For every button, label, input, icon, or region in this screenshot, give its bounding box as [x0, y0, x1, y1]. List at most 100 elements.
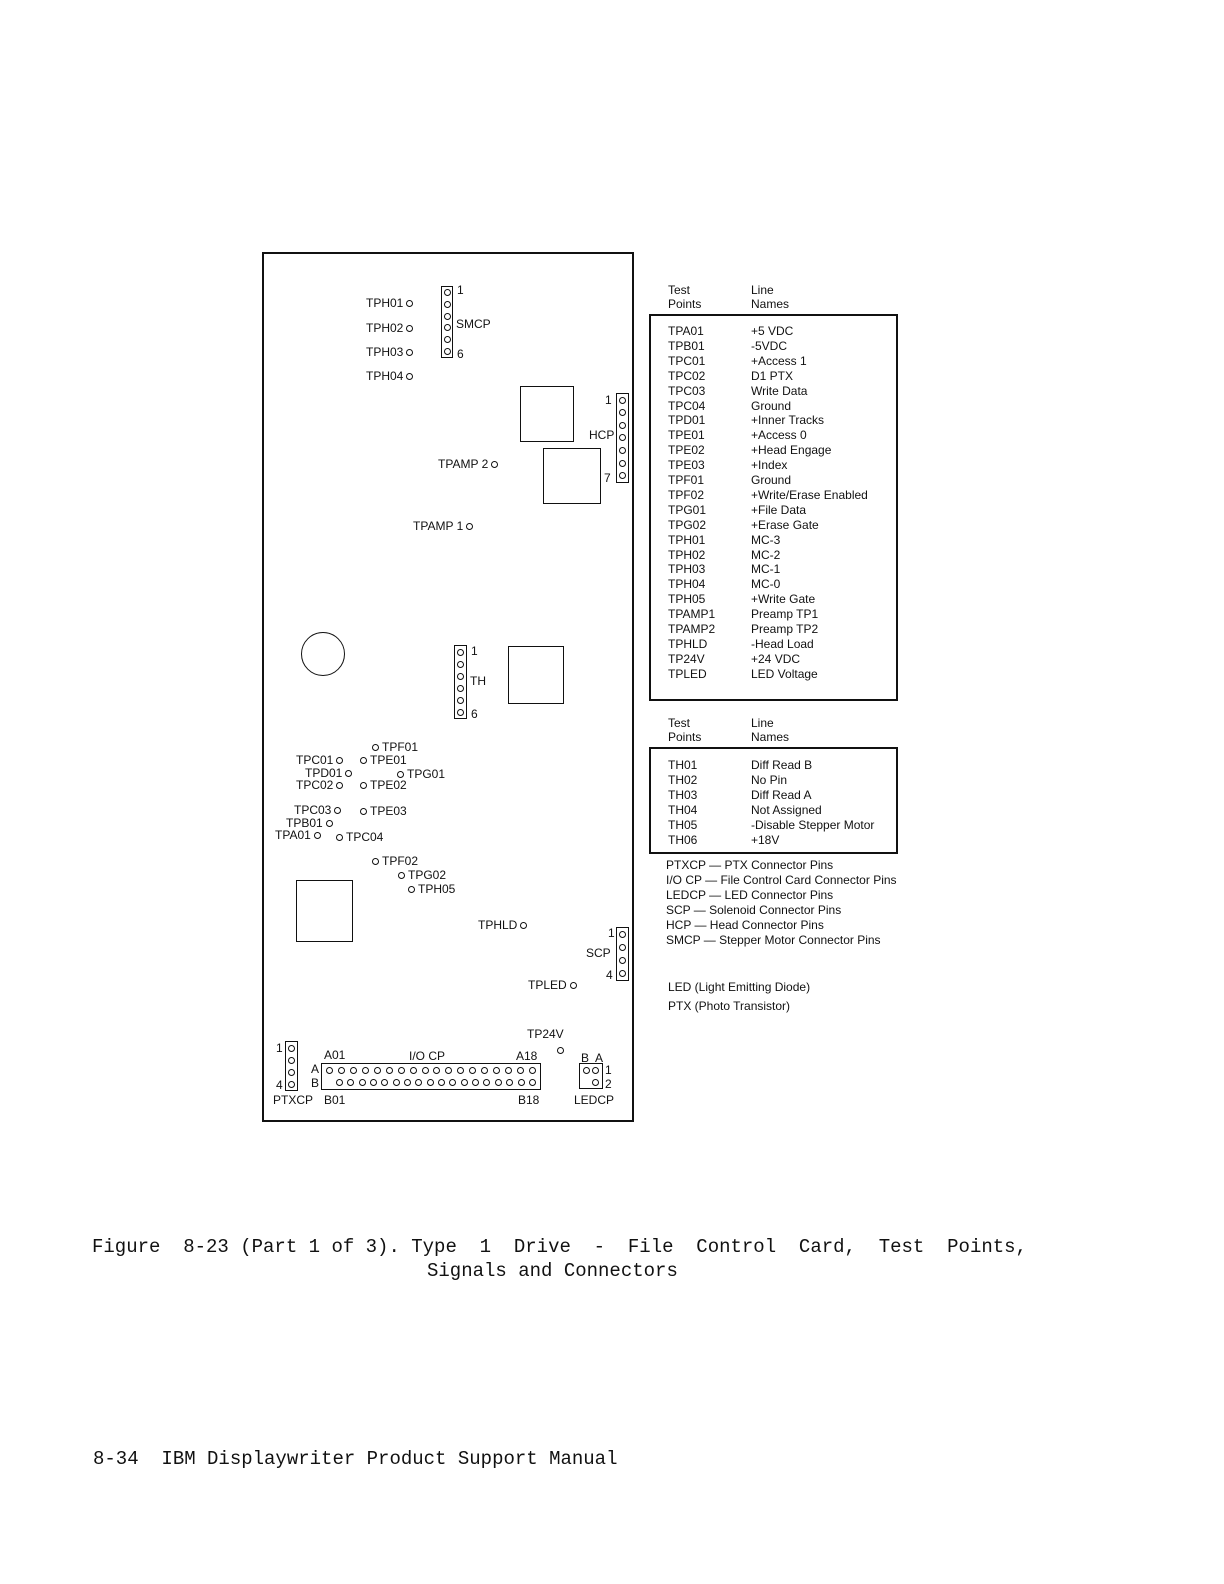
io-cp-pin [494, 1079, 502, 1086]
table1-row-test-point: TPAMP1 [668, 607, 716, 622]
table1-row-line-name: Write Data [751, 383, 808, 398]
chip-component [543, 448, 601, 504]
ledcp-label: LEDCP [574, 1093, 615, 1107]
legend-item: SMCP — Stepper Motor Connector Pins [666, 933, 881, 947]
scp-connector [616, 927, 629, 981]
table2-row-test-point: TH04 [668, 803, 698, 817]
ptxcp-pin-first: 1 [276, 1041, 283, 1055]
table1-row-test-point: TPB01 [668, 338, 705, 353]
table1-row-line-name: MC-0 [751, 577, 781, 592]
table1-row-line-name: +Erase Gate [751, 517, 819, 532]
io-cp-row-a: A [311, 1062, 320, 1076]
table1-row-test-point: TPH02 [668, 547, 706, 562]
test-point-tpe02: TPE02 [360, 778, 407, 792]
test-point-tph05: TPH05 [408, 882, 455, 896]
legend-item: LEDCP — LED Connector Pins [666, 888, 834, 902]
hcp-pin-last: 7 [604, 471, 611, 485]
table2-row-test-point: TH01 [668, 758, 698, 772]
table2-row-test-point: TH03 [668, 788, 698, 802]
test-point-tpc04: TPC04 [336, 830, 383, 844]
legend-item: PTXCP — PTX Connector Pins [666, 858, 834, 872]
test-point-tph02: TPH02 [366, 321, 414, 335]
scp-pin-last: 4 [606, 968, 613, 982]
test-point-tph03: TPH03 [366, 345, 414, 359]
table1-header-col2-line1: Line [751, 283, 774, 297]
io-cp-pin [397, 1067, 405, 1074]
io-cp-pin [517, 1079, 525, 1086]
page-footer: 8-34 IBM Displaywriter Product Support M… [93, 1448, 618, 1470]
table1-row-test-point: TPH01 [668, 532, 706, 547]
smcp-pin-first: 1 [457, 283, 464, 297]
io-cp-pin [481, 1067, 489, 1074]
table2-row-line-name: -Disable Stepper Motor [751, 818, 875, 832]
table1-row-line-name: MC-1 [751, 562, 781, 577]
io-cp-connector [321, 1063, 541, 1090]
io-cp-pin [349, 1067, 357, 1074]
io-cp-pin [381, 1079, 389, 1086]
table2-header-col1-line1: Test [668, 716, 691, 730]
ptxcp-label: PTXCP [273, 1093, 314, 1107]
test-point-tpc01: TPC01 [296, 753, 344, 767]
ledcp-col-a: A [595, 1051, 604, 1065]
table1-row-line-name: MC-2 [751, 547, 781, 562]
table1-header-col1-line1: Test [668, 283, 691, 297]
table1-row-test-point: TPH05 [668, 592, 706, 607]
io-cp-pin [426, 1079, 434, 1086]
table2-row-line-name: No Pin [751, 773, 788, 787]
file-control-card-board [262, 252, 634, 1122]
io-cp-pin [460, 1079, 468, 1086]
test-point-tpc03: TPC03 [294, 803, 342, 817]
table1-row-test-point: TP24V [668, 651, 705, 666]
hcp-connector [616, 393, 629, 483]
table1-row-line-name: LED Voltage [751, 666, 818, 681]
io-cp-pin [370, 1079, 378, 1086]
test-point-tpamp1: TPAMP 1 [413, 519, 474, 533]
io-cp-pin [493, 1067, 501, 1074]
table2-row-test-point: TH05 [668, 818, 698, 832]
table1-row-test-point: TPH04 [668, 577, 706, 592]
io-cp-b-last: B18 [518, 1093, 540, 1107]
test-point-tph04: TPH04 [366, 369, 414, 383]
io-cp-pin [415, 1079, 423, 1086]
th-pin-last: 6 [471, 707, 478, 721]
th-label: TH [470, 674, 486, 688]
test-point-tpg02: TPG02 [398, 868, 446, 882]
test-point-tpg01: TPG01 [397, 767, 445, 781]
table1-row-test-point: TPAMP2 [668, 622, 716, 636]
table2-row-line-name: Diff Read B [751, 758, 813, 772]
table1-row-line-name: +5 VDC [751, 324, 794, 338]
table2-row-test-point: TH06 [668, 833, 698, 847]
io-cp-pin-row-a [326, 1067, 536, 1074]
table1-row-line-name: -5VDC [751, 338, 788, 353]
io-cp-b-first: B01 [324, 1093, 346, 1107]
test-point-tp24v-label: TP24V [527, 1027, 564, 1041]
table1-row-line-name: MC-3 [751, 532, 781, 547]
test-point-tp24v-hole [557, 1042, 564, 1060]
io-cp-pin [445, 1067, 453, 1074]
scp-label: SCP [586, 946, 611, 960]
io-cp-a-last: A18 [516, 1049, 538, 1063]
io-cp-pin [506, 1079, 514, 1086]
ledcp-connector [579, 1063, 603, 1089]
test-point-tpe01: TPE01 [360, 753, 407, 767]
legend-item: HCP — Head Connector Pins [666, 918, 824, 932]
table2-row-line-name: Diff Read A [751, 788, 812, 802]
io-cp-pin [404, 1079, 412, 1086]
table1-row-line-name: +Head Engage [751, 443, 832, 458]
figure-caption-line1: Figure 8-23 (Part 1 of 3). Type 1 Drive … [92, 1236, 1027, 1258]
table1-row-test-point: TPC02 [668, 368, 706, 383]
table1-row-test-point: TPH03 [668, 562, 706, 577]
table1-row-line-name: +File Data [751, 502, 807, 517]
smcp-label: SMCP [456, 317, 491, 331]
test-point-tpled: TPLED [528, 978, 577, 992]
table2-row-line-name: +18V [751, 833, 780, 847]
io-cp-pin [457, 1067, 465, 1074]
io-cp-pin [326, 1067, 333, 1074]
io-cp-pin [392, 1079, 400, 1086]
io-cp-pin [385, 1067, 393, 1074]
test-point-tpc02: TPC02 [296, 778, 344, 792]
hcp-label: HCP [589, 428, 615, 442]
table1-header-col1-line2: Points [668, 297, 702, 311]
table2-row-line-name: Not Assigned [751, 803, 822, 817]
table2-header-col2-line2: Names [751, 730, 790, 744]
